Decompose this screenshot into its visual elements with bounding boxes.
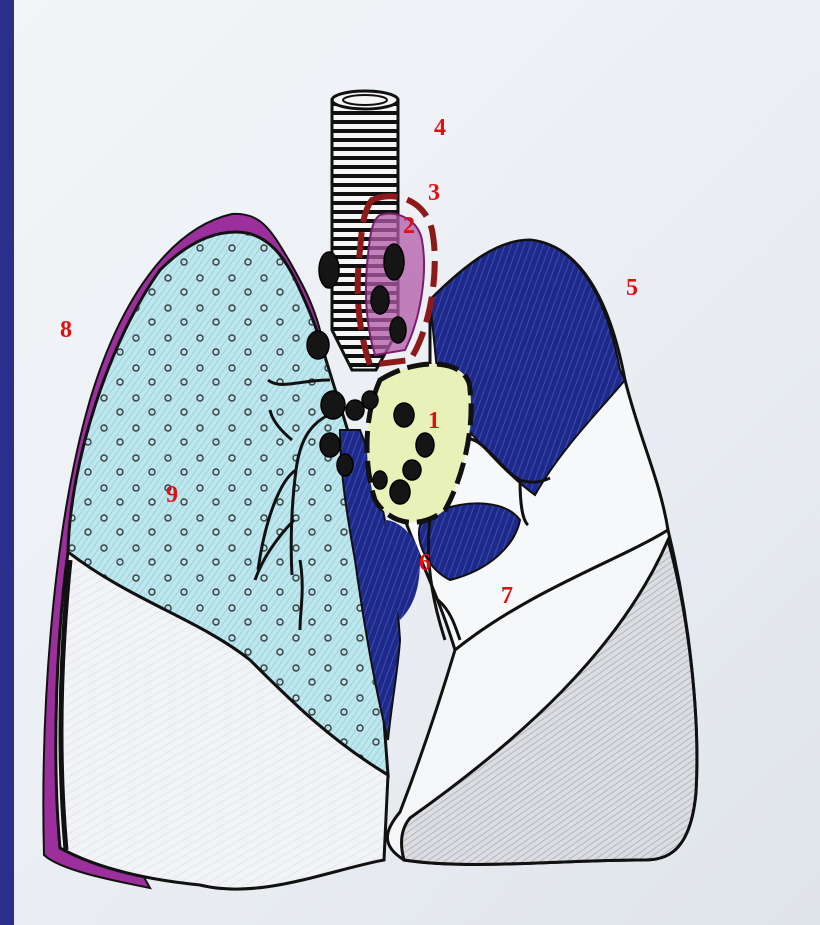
label-7: 7 [501, 584, 513, 608]
label-2: 2 [403, 214, 415, 238]
label-8: 8 [60, 318, 72, 342]
left-lung [387, 240, 696, 864]
label-6: 6 [419, 551, 431, 575]
label-1: 1 [428, 409, 440, 433]
label-5: 5 [626, 276, 638, 300]
label-4: 4 [434, 116, 446, 140]
label-3: 3 [428, 181, 440, 205]
label-9: 9 [166, 483, 178, 507]
